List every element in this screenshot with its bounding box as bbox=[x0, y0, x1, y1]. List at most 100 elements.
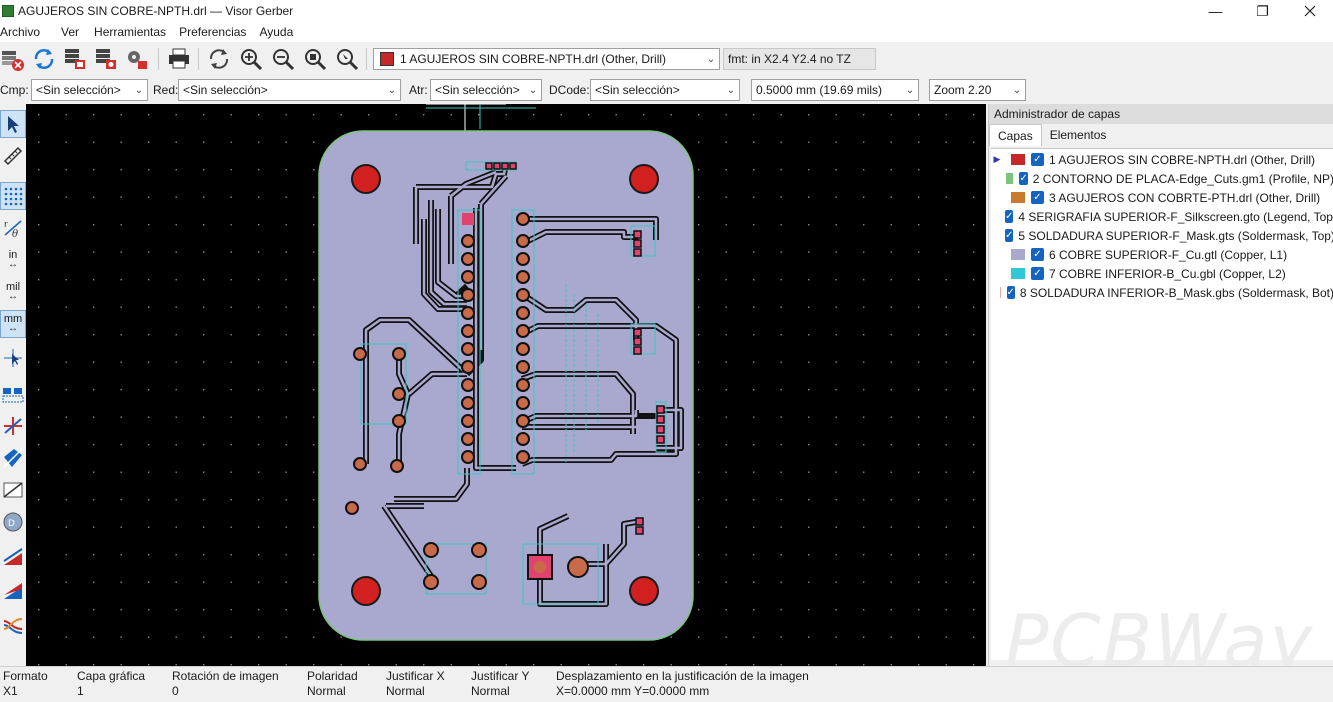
zoom-value: Zoom 2.20 bbox=[934, 83, 992, 97]
maximize-button[interactable]: ❐ bbox=[1256, 2, 1269, 19]
pad bbox=[462, 213, 474, 225]
open-drill-button[interactable] bbox=[93, 46, 119, 72]
chevron-down-icon: ⌄ bbox=[1012, 84, 1022, 96]
attr-label: Atr: bbox=[409, 83, 428, 97]
status-graphic-layer-label: Capa gráfica bbox=[77, 669, 146, 683]
zoom-selection-icon bbox=[337, 49, 359, 71]
silk-outline bbox=[630, 225, 656, 257]
grid-icon bbox=[4, 187, 23, 206]
pcb-drawing bbox=[26, 104, 986, 666]
zoom-in-icon bbox=[241, 49, 263, 71]
chevron-down-icon: ⌄ bbox=[706, 53, 716, 65]
cmp-select[interactable]: <Sin selección>⌄ bbox=[31, 79, 148, 101]
layer-visible-checkbox[interactable]: ✓ bbox=[1005, 210, 1014, 223]
zoom-in-button[interactable] bbox=[238, 46, 264, 72]
inch-units-text: in bbox=[8, 249, 18, 261]
layer-row-4[interactable]: ✓ 4 SERIGRAFIA SUPERIOR-F_Silkscreen.gto… bbox=[991, 207, 1333, 226]
layer-visible-checkbox[interactable]: ✓ bbox=[1006, 286, 1015, 299]
layer-color-swatch[interactable] bbox=[999, 287, 1001, 298]
active-layer-select[interactable]: 1 AGUJEROS SIN COBRE-NPTH.drl (Other, Dr… bbox=[373, 48, 720, 70]
net-select[interactable]: <Sin selección>⌄ bbox=[178, 79, 401, 101]
menu-archivo[interactable]: Archivo bbox=[0, 25, 41, 39]
status-justify-y-value: Normal bbox=[471, 684, 510, 698]
dcode-select[interactable]: <Sin selección>⌄ bbox=[590, 79, 740, 101]
layer-color-swatch[interactable] bbox=[1011, 154, 1025, 165]
units-mil-button[interactable]: mil↔ bbox=[0, 278, 26, 306]
menu-preferencias[interactable]: Preferencias bbox=[179, 25, 247, 39]
pad bbox=[534, 561, 546, 573]
attr-select[interactable]: <Sin selección>⌄ bbox=[430, 79, 542, 101]
aperture-value: 0.5000 mm (19.69 mils) bbox=[756, 83, 883, 97]
layer-manager-panel: Administrador de capas Capas Elementos ▶… bbox=[988, 104, 1333, 697]
zoom-out-button[interactable] bbox=[270, 46, 296, 72]
close-button[interactable] bbox=[1286, 0, 1333, 22]
reload-icon bbox=[34, 49, 54, 69]
dcodes-display-toggle[interactable]: D bbox=[0, 508, 26, 536]
polygon-icon bbox=[3, 448, 23, 468]
zoom-out-icon bbox=[273, 49, 295, 71]
layer-row-5[interactable]: ✓ 5 SOLDADURA SUPERIOR-F_Mask.gts (Solde… bbox=[991, 226, 1333, 245]
reload-button[interactable] bbox=[31, 46, 57, 72]
active-layer-color bbox=[380, 52, 394, 66]
tab-elementos[interactable]: Elementos bbox=[1049, 128, 1107, 142]
pth-pads bbox=[345, 162, 665, 590]
layer-row-1[interactable]: ▶ ✓ 1 AGUJEROS SIN COBRE-NPTH.drl (Other… bbox=[991, 150, 1333, 169]
measure-tool[interactable] bbox=[0, 142, 26, 170]
menu-herramientas[interactable]: Herramientas bbox=[94, 25, 167, 39]
layer-color-swatch[interactable] bbox=[1011, 249, 1025, 260]
high-contrast-mode-button[interactable] bbox=[0, 578, 26, 606]
zoom-fit-button[interactable] bbox=[302, 46, 328, 72]
open-gerber-button[interactable] bbox=[62, 46, 88, 72]
chevron-down-icon: ⌄ bbox=[726, 84, 736, 96]
redraw-button[interactable] bbox=[206, 46, 232, 72]
layer-visible-checkbox[interactable]: ✓ bbox=[1031, 191, 1044, 204]
layer-row-3[interactable]: ✓ 3 AGUJEROS CON COBRTE-PTH.drl (Other, … bbox=[991, 188, 1333, 207]
clear-all-layers-button[interactable] bbox=[0, 46, 26, 72]
full-crosshair-toggle[interactable] bbox=[0, 344, 26, 372]
negative-objects-toggle[interactable] bbox=[0, 476, 26, 504]
toolbar-separator bbox=[366, 48, 367, 70]
menu-ver[interactable]: Ver bbox=[61, 25, 80, 39]
job-file-icon bbox=[128, 51, 147, 69]
zoom-selection-button[interactable] bbox=[334, 46, 360, 72]
net-highlight-button[interactable] bbox=[0, 612, 26, 640]
layer-color-swatch[interactable] bbox=[1005, 173, 1014, 184]
flashed-items-sketch-toggle[interactable] bbox=[0, 380, 26, 408]
status-justify-x-label: Justificar X bbox=[386, 669, 445, 683]
layer-visible-checkbox[interactable]: ✓ bbox=[1031, 153, 1044, 166]
net-label: Red: bbox=[153, 83, 179, 97]
grid-toggle[interactable] bbox=[0, 182, 26, 210]
layer-visible-checkbox[interactable]: ✓ bbox=[1031, 267, 1044, 280]
layers-diff-mode-button[interactable] bbox=[0, 544, 26, 572]
select-tool[interactable] bbox=[0, 110, 26, 138]
panel-title: Administrador de capas bbox=[989, 104, 1333, 124]
minimize-button[interactable]: — bbox=[1208, 3, 1223, 19]
layer-row-2[interactable]: ✓ 2 CONTORNO DE PLACA-Edge_Cuts.gm1 (Pro… bbox=[991, 169, 1333, 188]
layer-visible-checkbox[interactable]: ✓ bbox=[1019, 172, 1028, 185]
zoom-select[interactable]: Zoom 2.20 ⌄ bbox=[929, 79, 1026, 101]
clear-layers-icon bbox=[2, 51, 24, 71]
open-job-button[interactable] bbox=[124, 46, 150, 72]
ruler-icon bbox=[3, 146, 23, 166]
menu-ayuda[interactable]: Ayuda bbox=[259, 25, 294, 39]
layer-row-7[interactable]: ✓ 7 COBRE INFERIOR-B_Cu.gbl (Copper, L2) bbox=[991, 264, 1333, 283]
layer-visible-checkbox[interactable]: ✓ bbox=[1005, 229, 1014, 242]
print-button[interactable] bbox=[166, 46, 192, 72]
chevron-down-icon: ⌄ bbox=[905, 84, 915, 96]
aperture-select[interactable]: 0.5000 mm (19.69 mils) ⌄ bbox=[751, 79, 919, 101]
layer-row-8[interactable]: ✓ 8 SOLDADURA INFERIOR-B_Mask.gbs (Solde… bbox=[991, 283, 1333, 302]
layer-color-swatch[interactable] bbox=[1011, 268, 1025, 279]
units-mm-button[interactable]: mm↔ bbox=[0, 310, 26, 338]
window-controls: — ❐ bbox=[1192, 0, 1333, 22]
units-inch-button[interactable]: in↔ bbox=[0, 246, 26, 274]
lines-sketch-toggle[interactable] bbox=[0, 412, 26, 440]
silk-outline bbox=[522, 543, 599, 605]
layer-color-swatch[interactable] bbox=[1011, 192, 1025, 203]
tab-capas[interactable]: Capas bbox=[989, 124, 1042, 146]
printer-icon bbox=[169, 48, 189, 69]
polygons-sketch-toggle[interactable] bbox=[0, 444, 26, 472]
gerber-canvas[interactable] bbox=[26, 104, 986, 666]
layer-row-6[interactable]: ✓ 6 COBRE SUPERIOR-F_Cu.gtl (Copper, L1) bbox=[991, 245, 1333, 264]
layer-visible-checkbox[interactable]: ✓ bbox=[1031, 248, 1044, 261]
